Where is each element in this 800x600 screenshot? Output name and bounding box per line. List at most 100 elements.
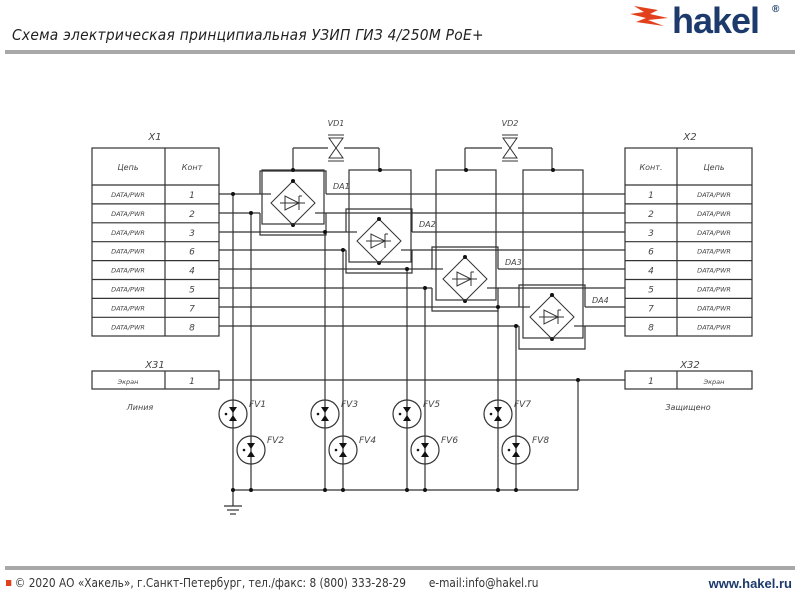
junction-dot (514, 324, 518, 328)
x2-row-contact: 5 (648, 286, 654, 296)
x2-row-contact: 4 (648, 267, 654, 277)
arrow-down-icon (321, 407, 329, 413)
arrester-fv1 (218, 399, 248, 429)
arrow-up-icon (339, 451, 347, 457)
x2-row-contact: 7 (648, 304, 654, 314)
arrester-fv5 (392, 399, 422, 429)
arrester-label: FV4 (359, 436, 376, 446)
junction-dot (291, 179, 295, 183)
x2-row-contact: 8 (648, 323, 654, 333)
x31-circuit: Экран (117, 378, 139, 386)
junction-dot (249, 211, 253, 215)
arrow-down-icon (421, 443, 429, 449)
arrester-dot (242, 448, 246, 452)
arrow-down-icon (494, 407, 502, 413)
arrester-fv6 (410, 435, 440, 465)
arrester-label: FV7 (514, 400, 531, 410)
arrester-dot (316, 412, 320, 416)
arrester-fv4 (328, 435, 358, 465)
tvs-triangle-icon (502, 147, 518, 159)
x2-row-contact: 2 (648, 210, 654, 220)
arrester-dot (507, 448, 511, 452)
tvs-label: VD2 (502, 119, 519, 128)
x32-contact: 1 (648, 377, 654, 387)
junction-dot (378, 168, 382, 172)
arrester-dot (334, 448, 338, 452)
bridge-jumper (431, 288, 499, 312)
junction-dot (341, 248, 345, 252)
footer-email[interactable]: e-mail:info@hakel.ru (428, 576, 539, 590)
registered-mark: ® (772, 4, 780, 15)
connector-x2-label: X2 (682, 132, 696, 143)
bridge-jumper (431, 246, 499, 269)
arrester-label: FV6 (441, 436, 458, 446)
x1-row-contact: 6 (189, 248, 195, 258)
x1-row-circuit: DATA/PWR (111, 267, 145, 275)
bullet-icon (6, 580, 12, 586)
x1-row-contact: 4 (189, 267, 195, 277)
hakel-logo-bolt-icon (630, 6, 668, 26)
junction-dot (423, 488, 427, 492)
bridge-jumper (259, 213, 327, 236)
arrow-up-icon (229, 415, 237, 421)
arrow-down-icon (247, 443, 255, 449)
junction-dot (496, 305, 500, 309)
hakel-logo[interactable]: hakel (672, 0, 760, 41)
bridge-jumper (518, 326, 586, 350)
junction-dot (291, 168, 295, 172)
arrow-up-icon (403, 415, 411, 421)
x1-row-circuit: DATA/PWR (111, 191, 145, 199)
header-divider (5, 50, 795, 54)
arrester-dot (398, 412, 402, 416)
arrow-up-icon (494, 415, 502, 421)
arrow-down-icon (339, 443, 347, 449)
arrow-up-icon (321, 415, 329, 421)
arrow-up-icon (421, 451, 429, 457)
junction-dot (405, 488, 409, 492)
junction-dot (464, 168, 468, 172)
tvs-triangle-icon (328, 137, 344, 149)
x2-row-contact: 1 (648, 191, 654, 201)
bridge-jumper (518, 284, 586, 307)
x31-caption: Линия (126, 403, 154, 412)
x2-row-circuit: DATA/PWR (697, 267, 731, 275)
arrester-fv7 (483, 399, 513, 429)
arrow-down-icon (229, 407, 237, 413)
x2-header-circuit: Цепь (703, 163, 724, 172)
x2-row-circuit: DATA/PWR (697, 304, 731, 312)
junction-dot (576, 378, 580, 382)
bridge-label: DA2 (419, 220, 436, 229)
x1-row-circuit: DATA/PWR (111, 210, 145, 218)
bridge-label: DA1 (333, 182, 350, 191)
arrester-label: FV1 (249, 400, 266, 410)
arrester-dot (224, 412, 228, 416)
junction-dot (550, 293, 554, 297)
arrester-dot (416, 448, 420, 452)
x1-header-circuit: Цепь (117, 163, 138, 172)
junction-dot (231, 192, 235, 196)
tvs-vd2 (502, 134, 518, 162)
arrester-fv3 (310, 399, 340, 429)
x1-row-circuit: DATA/PWR (111, 248, 145, 256)
junction-dot (377, 217, 381, 221)
tvs-label: VD1 (328, 119, 345, 128)
bridge-label: DA3 (505, 258, 522, 267)
footer-website-link[interactable]: www.hakel.ru (708, 576, 792, 591)
arrester-fv8 (501, 435, 531, 465)
arrow-down-icon (512, 443, 520, 449)
arrester-label: FV3 (341, 400, 358, 410)
arrester-fv2 (236, 435, 266, 465)
footer: © 2020 АО «Хакель», г.Санкт-Петербург, т… (6, 576, 538, 590)
junction-dot (551, 168, 555, 172)
arrester-label: FV8 (532, 436, 549, 446)
arrester-label: FV2 (267, 436, 284, 446)
junction-dot (423, 286, 427, 290)
connector-x32-label: X32 (679, 360, 700, 371)
components (91, 134, 753, 515)
x1-row-contact: 3 (189, 229, 195, 239)
connector-x1-label: X1 (147, 132, 161, 143)
arrester-dot (489, 412, 493, 416)
x1-row-circuit: DATA/PWR (111, 304, 145, 312)
